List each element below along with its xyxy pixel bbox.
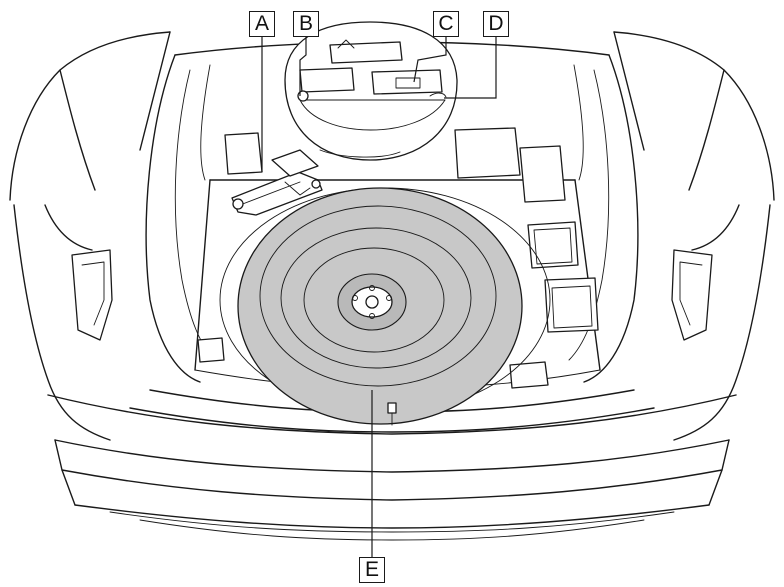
- spare-tire: [220, 188, 550, 425]
- callout-c: C: [433, 11, 459, 37]
- callout-e: E: [359, 557, 385, 583]
- tool-tray: [285, 22, 457, 160]
- callout-b: B: [293, 11, 319, 37]
- callout-d: D: [483, 11, 509, 37]
- callout-a: A: [249, 11, 275, 37]
